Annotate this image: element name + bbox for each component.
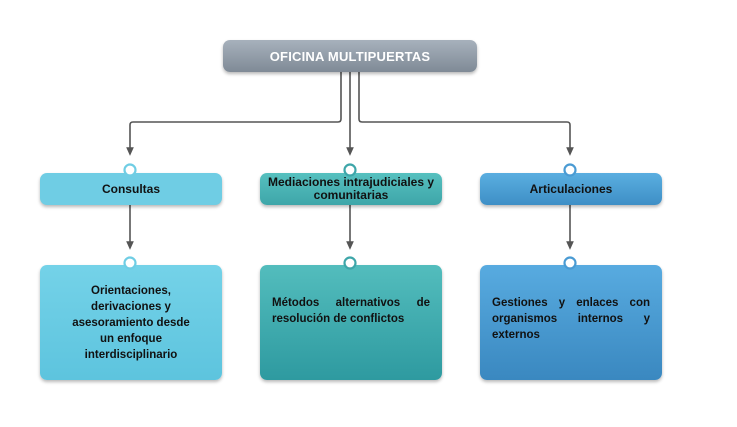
dot-mediaciones-detail <box>343 256 357 270</box>
dot-articulaciones <box>563 163 577 177</box>
node-articulaciones-title: Articulaciones <box>529 181 613 196</box>
node-consultas: Consultas <box>40 173 222 205</box>
connector-root-articulaciones <box>358 72 574 156</box>
detail-mediaciones: Métodos alternativos de resolución de co… <box>260 265 442 380</box>
detail-mediaciones-text: Métodos alternativos de resolución de co… <box>272 297 430 325</box>
connector-root-consultas <box>126 72 342 156</box>
detail-articulaciones: Gestiones y enlaces con organismos inter… <box>480 265 662 380</box>
node-mediaciones-title: Mediaciones intrajudiciales y comunitari… <box>267 175 435 202</box>
root-label: OFICINA MULTIPUERTAS <box>269 48 431 64</box>
node-consultas-title: Consultas <box>101 181 160 196</box>
dot-articulaciones-detail <box>563 256 577 270</box>
detail-articulaciones-text: Gestiones y enlaces con organismos inter… <box>492 297 650 341</box>
dot-mediaciones <box>343 163 357 177</box>
node-articulaciones: Articulaciones <box>480 173 662 205</box>
detail-consultas-text: Orientaciones, derivaciones y asesoramie… <box>72 284 190 361</box>
node-mediaciones: Mediaciones intrajudiciales y comunitari… <box>260 173 442 205</box>
root-node: OFICINA MULTIPUERTAS <box>223 40 477 72</box>
dot-consultas-detail <box>123 256 137 270</box>
dot-consultas <box>123 163 137 177</box>
detail-consultas: Orientaciones, derivaciones y asesoramie… <box>40 265 222 380</box>
